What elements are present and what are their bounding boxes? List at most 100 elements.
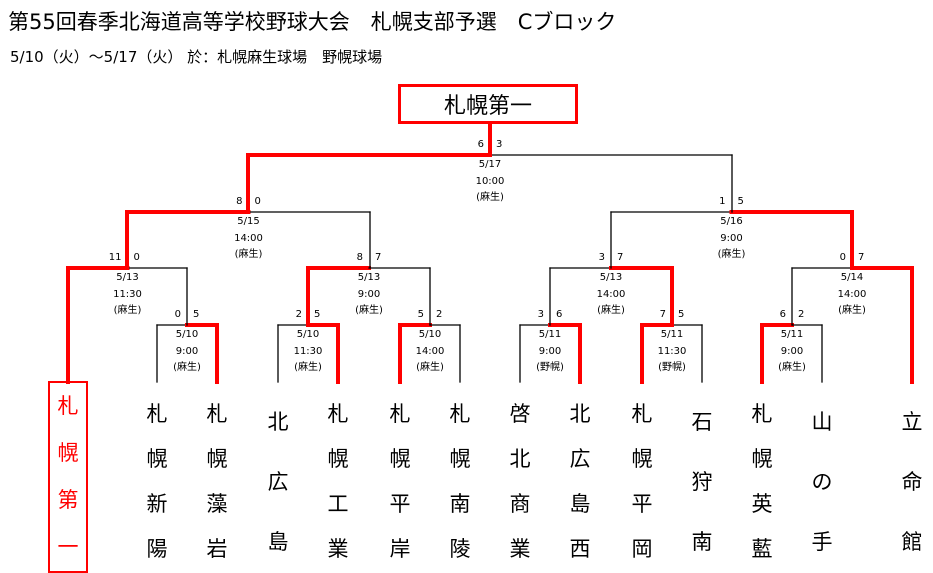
team-0: 札幌第一 [48,381,88,573]
team-name-char: 札 [57,394,79,418]
team-3: 北広島 [258,392,298,572]
score-right: 5 [738,196,744,207]
score-left: 8 [357,252,363,263]
match-date: 5/15 [237,216,259,227]
score-right: 0 [134,252,140,263]
champion-box: 札幌第一 [398,84,578,124]
score-left: 6 [780,309,786,320]
score-right: 7 [858,252,864,263]
match-time: 14:00 [234,233,263,244]
match-venue: (麻生) [114,303,142,316]
team-name-char: 幌 [751,447,773,471]
score-left: 8 [236,196,242,207]
match-date: 5/13 [600,272,622,283]
match-venue: (麻生) [838,303,866,316]
team-name-char: 札 [327,402,349,426]
match-venue: (麻生) [294,360,322,373]
team-9: 札幌平岡 [622,392,662,572]
match-date: 5/10 [419,329,441,340]
match-venue: (麻生) [416,360,444,373]
match-time: 14:00 [838,289,867,300]
team-name-char: 狩 [691,469,713,494]
team-6: 札幌南陵 [440,392,480,572]
match-time: 10:00 [476,176,505,187]
score-right: 6 [556,309,562,320]
team-5: 札幌平岸 [380,392,420,572]
match-venue: (野幌) [658,360,686,373]
team-name-char: 島 [267,529,289,554]
team-name-char: 西 [569,537,591,561]
match-date: 5/13 [116,272,138,283]
score-right: 2 [436,309,442,320]
team-name-char: 札 [631,402,653,426]
score-right: 2 [798,309,804,320]
team-10: 石狩南 [682,392,722,572]
team-name-char: 命 [901,469,923,494]
team-name-char: 広 [267,469,289,494]
score-left: 1 [719,196,725,207]
team-name-char: 岡 [631,537,653,561]
team-name-char: 藻 [206,492,228,516]
schedule-subtitle: 5/10（火）〜5/17（火） 於：札幌麻生球場 野幌球場 [10,48,383,66]
team-name-char: 陵 [449,537,471,561]
score-right: 5 [678,309,684,320]
page-title: 第55回春季北海道高等学校野球大会 札幌支部予選 Cブロック [8,10,617,34]
match-time: 9:00 [539,346,561,357]
team-name-char: 幌 [206,447,228,471]
match-time: 11:30 [658,346,687,357]
match-venue: (麻生) [778,360,806,373]
team-name-char: 幌 [327,447,349,471]
team-name-char: 南 [449,492,471,516]
match-date: 5/13 [358,272,380,283]
score-right: 5 [314,309,320,320]
match-date: 5/11 [539,329,561,340]
team-name-char: 手 [811,529,833,554]
score-right: 7 [375,252,381,263]
match-venue: (麻生) [173,360,201,373]
team-name-char: 幌 [449,447,471,471]
team-name-char: 石 [691,409,713,434]
team-name-char: 札 [146,402,168,426]
score-left: 3 [538,309,544,320]
team-name-char: 平 [389,492,411,516]
match-date: 5/11 [661,329,683,340]
team-name-char: 業 [327,537,349,561]
match-venue: (野幌) [536,360,564,373]
team-name-char: 幌 [389,447,411,471]
score-left: 7 [660,309,666,320]
match-date: 5/14 [841,272,863,283]
match-date: 5/10 [297,329,319,340]
team-12: 山の手 [802,392,842,572]
team-name-char: 第 [57,488,79,512]
team-8: 北広島西 [560,392,600,572]
team-name-char: 業 [509,537,531,561]
team-13: 立命館 [892,392,932,572]
match-venue: (麻生) [355,303,383,316]
team-name-char: 陽 [146,537,168,561]
team-name-char: 啓 [509,402,531,426]
score-right: 5 [193,309,199,320]
team-name-char: 札 [389,402,411,426]
team-name-char: 南 [691,529,713,554]
match-time: 11:30 [294,346,323,357]
match-time: 9:00 [720,233,742,244]
match-venue: (麻生) [597,303,625,316]
team-name-char: の [811,469,833,494]
team-name-char: 島 [569,492,591,516]
match-date: 5/11 [781,329,803,340]
match-date: 5/10 [176,329,198,340]
match-venue: (麻生) [476,190,504,203]
team-name-char: 岸 [389,537,411,561]
match-venue: (麻生) [718,247,746,260]
score-left: 3 [599,252,605,263]
team-name-char: 英 [751,492,773,516]
score-right: 3 [496,139,502,150]
score-left: 5 [418,309,424,320]
team-1: 札幌新陽 [137,392,177,572]
team-name-char: 工 [327,492,349,516]
team-name-char: 藍 [751,537,773,561]
match-venue: (麻生) [235,247,263,260]
team-name-char: 北 [267,409,289,434]
match-date: 5/16 [720,216,742,227]
